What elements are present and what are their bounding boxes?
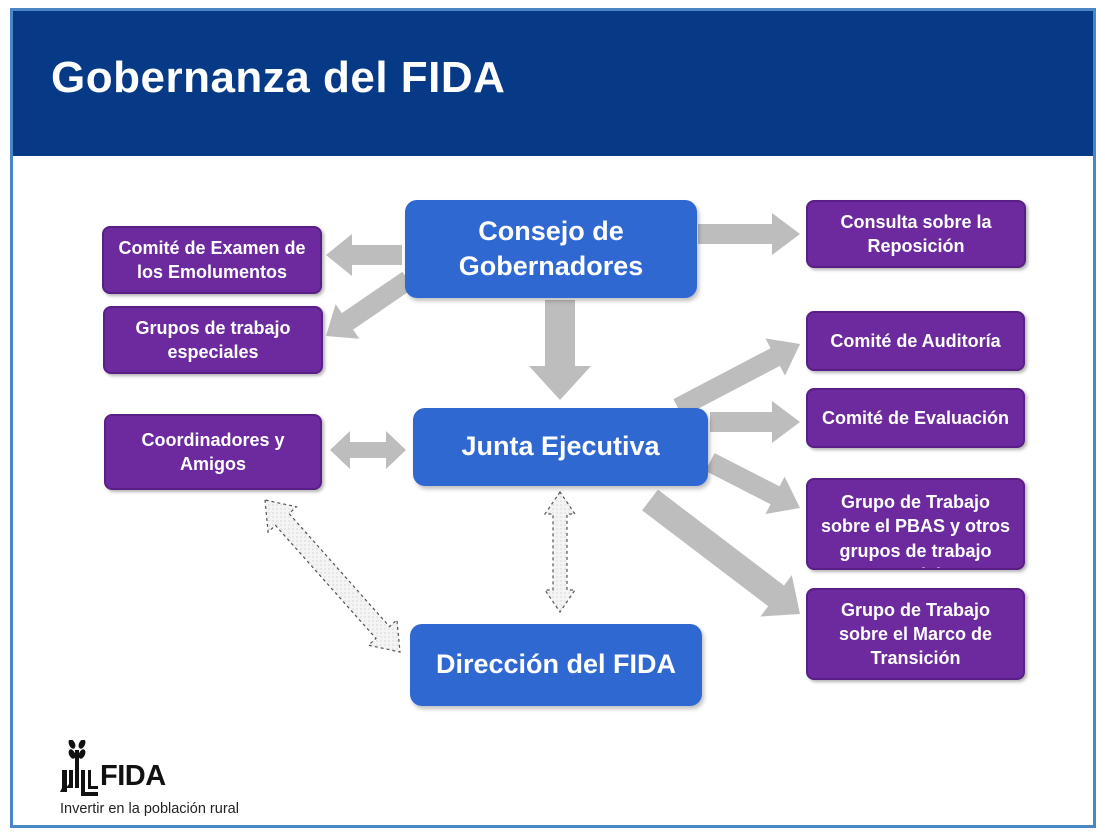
arrow-coordinadores-direccion [264, 499, 401, 653]
arrow-consejo-to-emolumentos [326, 234, 402, 276]
slide-title: Gobernanza del FIDA [51, 53, 506, 102]
arrow-junta-to-pbas [705, 453, 800, 514]
box-comite-auditoria: Comité de Auditoría [806, 311, 1025, 371]
arrow-consejo-to-junta [529, 300, 591, 400]
arrow-junta-to-evaluacion [710, 401, 800, 443]
box-junta-ejecutiva: Junta Ejecutiva [413, 408, 708, 486]
title-bar: Gobernanza del FIDA [13, 11, 1093, 156]
box-grupos-trabajo-especiales: Grupos de trabajo especiales [103, 306, 323, 374]
arrow-junta-to-marco [642, 489, 800, 617]
box-comite-emolumentos: Comité de Examen de los Emolumentos [102, 226, 322, 294]
box-grupo-pbas: Grupo de Trabajo sobre el PBAS y otros g… [806, 478, 1025, 570]
arrow-junta-coordinadores [330, 431, 406, 469]
arrow-consejo-to-grupos-especiales [326, 271, 414, 339]
arrow-junta-to-auditoria [673, 338, 800, 417]
box-comite-evaluacion: Comité de Evaluación [806, 388, 1025, 448]
logo-tagline: Invertir en la población rural [60, 801, 239, 817]
box-direccion-del-fida: Dirección del FIDA [410, 624, 702, 706]
box-grupo-marco-transicion: Grupo de Trabajo sobre el Marco de Trans… [806, 588, 1025, 680]
logo-name: FIDA [100, 760, 166, 792]
wheat-logo-icon [60, 740, 98, 796]
box-consejo-de-gobernadores: Consejo de Gobernadores [405, 200, 697, 298]
box-coordinadores-amigos: Coordinadores y Amigos [104, 414, 322, 490]
arrow-junta-direccion [543, 490, 577, 614]
arrow-consejo-to-reposicion [698, 213, 800, 255]
box-consulta-reposicion: Consulta sobre la Reposición [806, 200, 1026, 268]
